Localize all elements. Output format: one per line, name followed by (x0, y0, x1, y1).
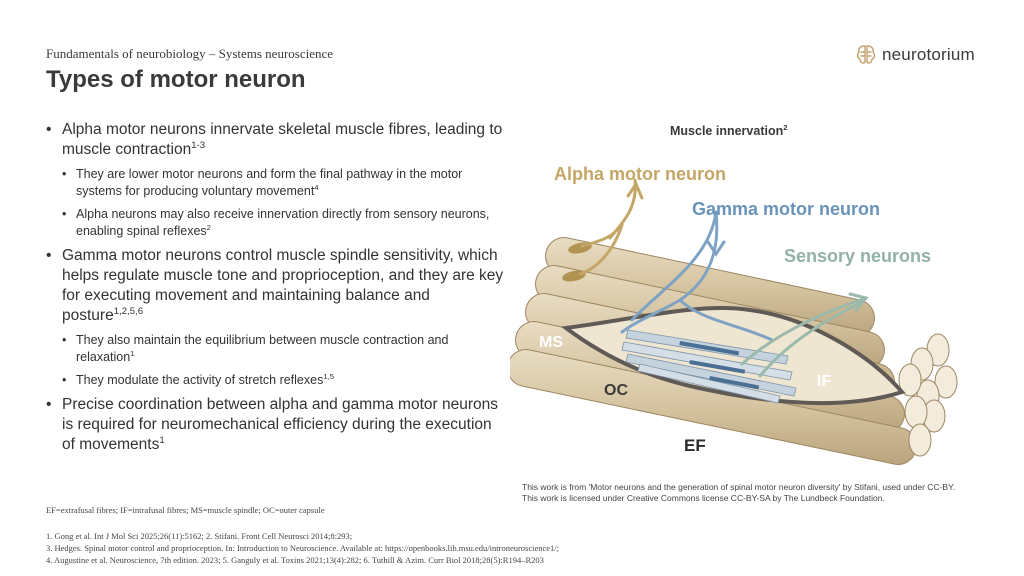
sub-bullet-text: They modulate the activity of stretch re… (76, 373, 324, 387)
extrafusal-fibre-label: EF (684, 436, 706, 455)
sub-bullet: They are lower motor neurons and form th… (62, 166, 506, 200)
reference-line: 3. Hedges. Spinal motor control and prop… (46, 543, 560, 553)
bullet-text: Alpha motor neurons innervate skeletal m… (62, 121, 503, 158)
abbreviations: EF=extrafusal fibres; IF=intrafusal fibr… (46, 505, 325, 515)
sub-bullet: They also maintain the equilibrium betwe… (62, 332, 506, 366)
bullet-coordination: Precise coordination between alpha and g… (46, 395, 506, 455)
intrafusal-nuclear-region (679, 341, 760, 390)
bullet-ref: 1,2,5,6 (113, 305, 144, 317)
reference-line: 1. Gong et al. Int J Mol Sci 2025;26(11)… (46, 531, 353, 541)
figure-title: Muscle innervation2 (670, 122, 788, 138)
sub-bullet-ref: 1 (130, 348, 135, 358)
gamma-neuron-label: Gamma motor neuron (692, 199, 881, 219)
sub-bullet-ref: 1,5 (323, 371, 335, 381)
bullet-alpha: Alpha motor neurons innervate skeletal m… (46, 120, 506, 160)
sub-bullet: They modulate the activity of stretch re… (62, 372, 506, 389)
image-credit: This work is from 'Motor neurons and the… (522, 482, 956, 503)
sub-bullet-text: They also maintain the equilibrium betwe… (76, 333, 449, 364)
muscle-innervation-illustration (510, 178, 958, 465)
intrafusal-fibre-label: IF (817, 373, 832, 390)
gamma-motor-neuron (620, 210, 774, 342)
fibre-cross-sections (898, 333, 958, 457)
brain-logo-icon (856, 45, 876, 64)
outer-capsule-label: OC (604, 382, 628, 399)
slide-title: Types of motor neuron (46, 66, 306, 93)
reference-line: 4. Augustine et al. Neuroscience, 7th ed… (46, 555, 544, 565)
sub-bullet-ref: 2 (206, 222, 211, 232)
sub-bullet-ref: 4 (314, 182, 319, 192)
figure-title-ref: 2 (783, 122, 788, 132)
alpha-neuron-label: Alpha motor neuron (554, 164, 726, 184)
sub-bullet-text: Alpha neurons may also receive innervati… (76, 207, 490, 238)
sensory-neuron-label: Sensory neurons (784, 246, 932, 266)
sub-bullet: Alpha neurons may also receive innervati… (62, 206, 506, 240)
alpha-motor-neuron (578, 178, 644, 276)
slide-subtitle: Fundamentals of neurobiology – Systems n… (46, 46, 334, 61)
references: 1. Gong et al. Int J Mol Sci 2025;26(11)… (46, 530, 559, 566)
bullet-list: Alpha motor neurons innervate skeletal m… (46, 120, 506, 461)
bullet-ref: 1-3 (191, 139, 206, 151)
bullet-gamma: Gamma motor neurons control muscle spind… (46, 246, 506, 326)
bullet-text: Precise coordination between alpha and g… (62, 396, 498, 453)
figure-title-text: Muscle innervation (670, 124, 784, 138)
sensory-neurons (740, 292, 869, 378)
neurotorium-logo: neurotorium (856, 44, 975, 66)
logo-text: neurotorium (882, 45, 975, 64)
sub-bullet-text: They are lower motor neurons and form th… (76, 167, 463, 198)
bullet-ref: 1 (159, 434, 165, 446)
muscle-spindle-label: MS (539, 334, 563, 351)
bullet-text: Gamma motor neurons control muscle spind… (62, 247, 504, 324)
